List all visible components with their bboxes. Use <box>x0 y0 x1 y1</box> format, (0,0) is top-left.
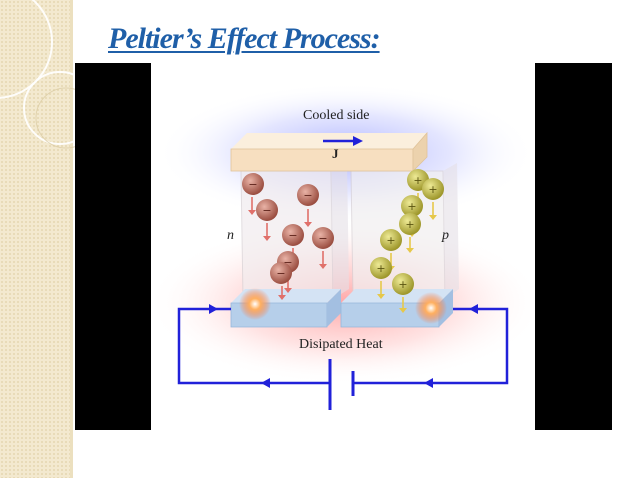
electron-sign: − <box>318 232 327 245</box>
electron-sign: − <box>303 189 312 202</box>
hole <box>370 257 392 279</box>
dissipated-heat-label: Disipated Heat <box>299 337 383 352</box>
electron-sign: − <box>283 256 292 269</box>
holes <box>370 169 444 295</box>
hole <box>422 178 444 200</box>
hole <box>399 213 421 235</box>
charge-signs: − − − − − − − + + + + + + + <box>248 174 437 291</box>
electron <box>282 224 304 246</box>
electron-sign: − <box>288 229 297 242</box>
electron <box>242 173 264 195</box>
electron <box>256 199 278 221</box>
p-type-label: p <box>442 228 449 243</box>
electron-sign: − <box>248 178 257 191</box>
left-hot-spot <box>239 288 271 320</box>
hole <box>401 195 423 217</box>
hole-sign: + <box>398 278 407 291</box>
peltier-diagram: − − − − − − − + + + + + + + Cooled side … <box>151 63 535 430</box>
right-hot-spot <box>415 292 447 324</box>
hole-sign: + <box>407 200 416 213</box>
current-label: J <box>332 146 339 161</box>
decorative-side-band <box>0 0 70 478</box>
hole-sign: + <box>413 174 422 187</box>
electrons <box>242 173 334 284</box>
hole-sign: + <box>405 218 414 231</box>
electron <box>270 262 292 284</box>
electron <box>312 227 334 249</box>
electron <box>297 184 319 206</box>
circuit-wire-left <box>177 307 330 385</box>
slide-title: Peltier’s Effect Process: <box>108 22 381 55</box>
side-band-edge <box>70 0 73 478</box>
cooled-side-label: Cooled side <box>303 108 370 123</box>
hole-sign: + <box>428 183 437 196</box>
electron-sign: − <box>262 204 271 217</box>
hole-sign: + <box>376 262 385 275</box>
n-type-label: n <box>227 228 234 243</box>
hole <box>392 273 414 295</box>
p-leg-side <box>443 163 459 299</box>
hole-sign: + <box>386 234 395 247</box>
n-leg-side <box>331 163 349 299</box>
electron-sign: − <box>276 267 285 280</box>
hole <box>380 229 402 251</box>
electron-arrows <box>248 197 327 300</box>
